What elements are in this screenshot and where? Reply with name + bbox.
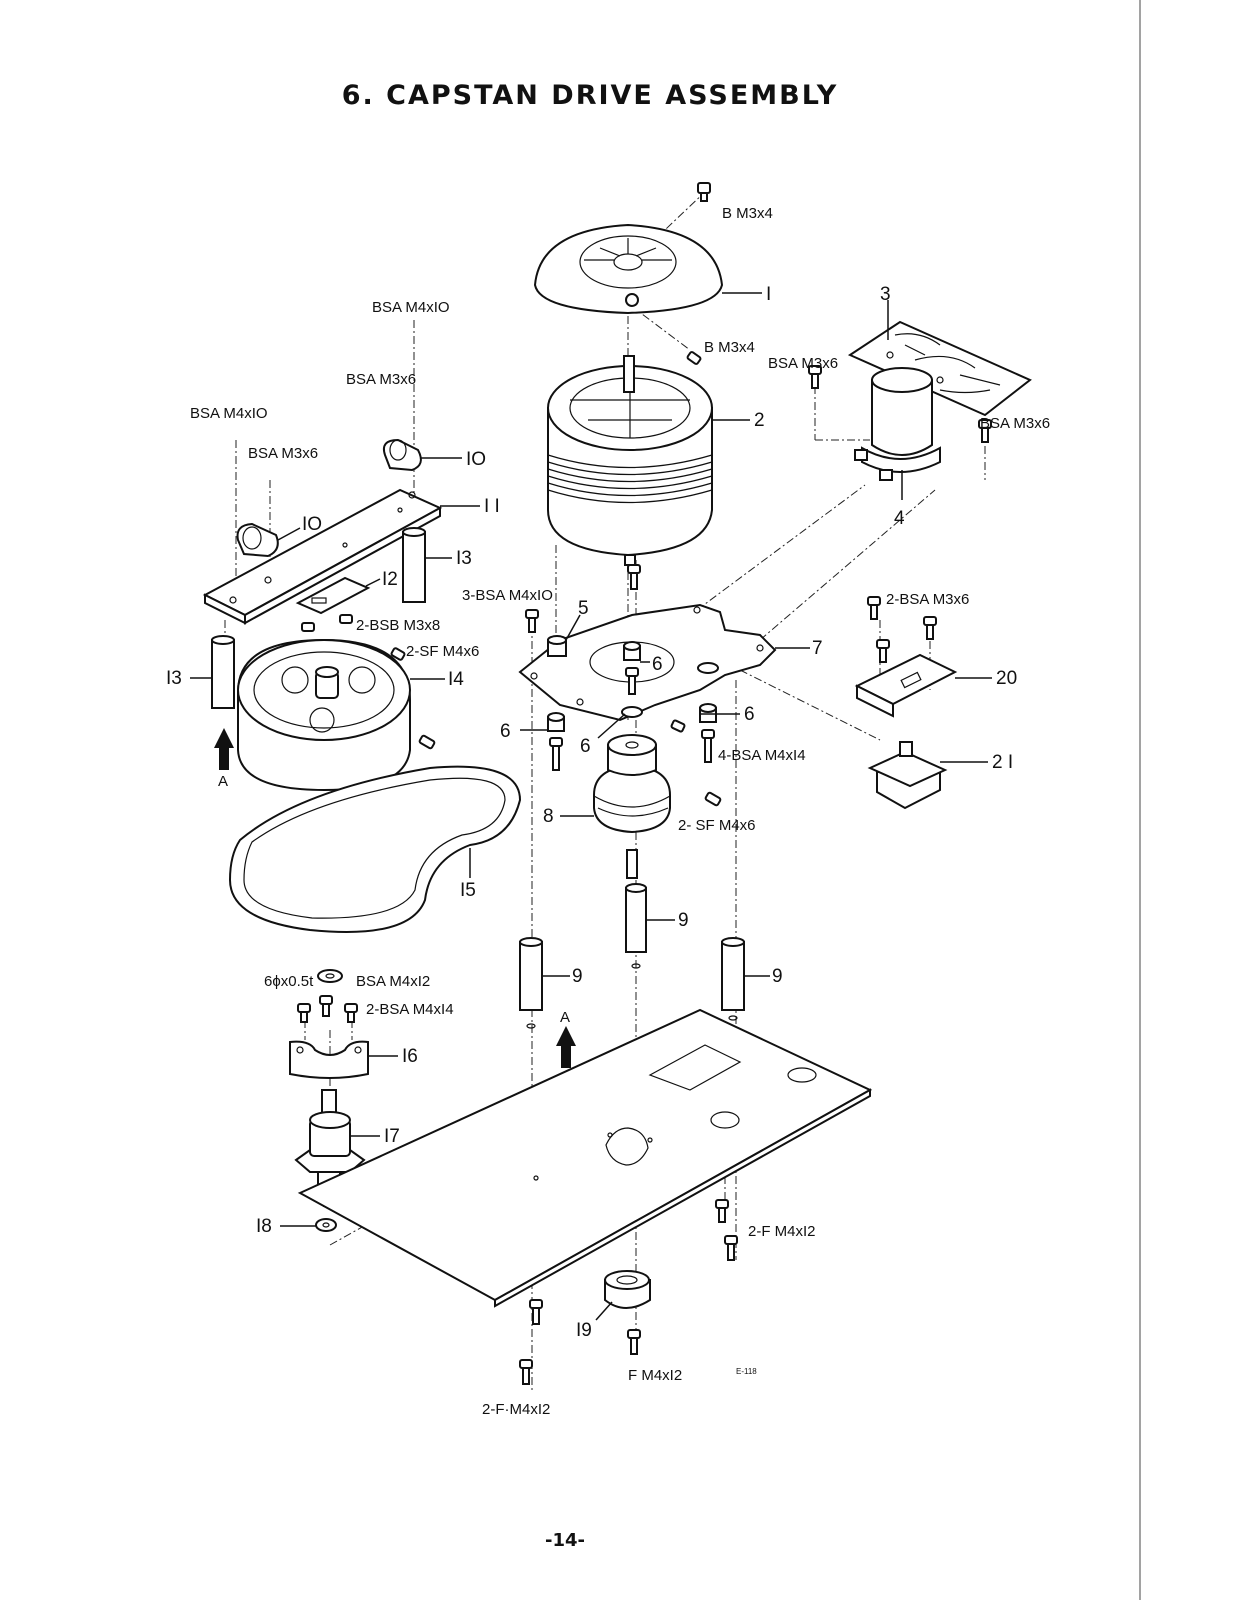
callout-6b: 6 — [500, 721, 511, 742]
callout-20: 20 — [996, 668, 1017, 689]
callout-6c: 6 — [744, 704, 755, 725]
clamp-10-lower — [236, 522, 279, 558]
pulley-8 — [593, 734, 722, 834]
label-bsa-m4x12: BSA M4xI2 — [356, 973, 430, 990]
callout-6a: 6 — [652, 654, 663, 675]
post-13-right — [402, 527, 426, 603]
label-arrow-a-mid: A — [560, 1009, 570, 1026]
label-bsb-m3x8: 2-BSB M3x8 — [356, 617, 440, 634]
standoff-9-left — [519, 937, 543, 1029]
label-bsa-m3x6-small: BSA M3x6 — [248, 445, 318, 462]
label-bsa-m4x14-plate: 4-BSA M4xI4 — [718, 747, 806, 764]
callout-9a: 9 — [678, 910, 689, 931]
label-f-m4x12-foot: F M4xI2 — [628, 1367, 682, 1384]
page-title: 6. CAPSTAN DRIVE ASSEMBLY — [341, 80, 839, 111]
label-bsa-m3x6-right: BSA M3x6 — [980, 415, 1050, 432]
callout-13b: I3 — [166, 668, 182, 689]
clamp-10-upper — [382, 438, 422, 472]
collars-6 — [547, 641, 719, 732]
callout-9c: 9 — [772, 966, 783, 987]
label-b-m3x4-mid: B M3x4 — [704, 339, 755, 356]
label-sf-m4x6-flywheel: 2-SF M4x6 — [406, 643, 479, 660]
screw-b-m3x4-mid — [686, 351, 702, 365]
chassis-base — [297, 1008, 873, 1308]
bottom-screws — [519, 1199, 738, 1385]
screw-b-m3x4-top — [697, 182, 711, 202]
callout-21: 2 I — [992, 752, 1013, 773]
leader-lines — [190, 292, 992, 1321]
callout-3: 3 — [880, 284, 891, 305]
callout-15: I5 — [460, 880, 476, 901]
bushing-5 — [547, 635, 567, 657]
label-f-m4x12-right: 2-F M4xI2 — [748, 1223, 816, 1240]
flywheel — [237, 638, 436, 792]
callout-18: I8 — [256, 1216, 272, 1237]
drawing-code: E-118 — [736, 1367, 757, 1376]
callout-7: 7 — [812, 638, 823, 659]
label-washer: 6ϕx0.5t — [264, 973, 314, 990]
label-bsa-m3x6-left: BSA M3x6 — [346, 371, 416, 388]
callout-12: I2 — [382, 569, 398, 590]
post-13-left — [211, 635, 235, 709]
label-bsa-m3x6-pcb: BSA M3x6 — [768, 355, 838, 372]
bracket-16 — [289, 1040, 369, 1079]
bracket-11 — [202, 488, 443, 625]
callout-4: 4 — [894, 508, 905, 529]
callout-10a: IO — [466, 449, 486, 470]
washer-18 — [315, 1218, 337, 1232]
plate-screws — [301, 564, 715, 771]
label-f-m4x12-bottom: 2-F·M4xI2 — [482, 1401, 550, 1418]
plate-12 — [295, 576, 371, 615]
belt — [228, 765, 522, 933]
label-arrow-a-left: A — [218, 773, 228, 790]
capstan-motor — [547, 355, 713, 566]
arrow-a-mid — [556, 1026, 576, 1068]
callout-17: I7 — [384, 1126, 400, 1147]
callout-10b: IO — [302, 514, 322, 535]
callout-14: I4 — [448, 669, 464, 690]
switch-21 — [867, 741, 948, 810]
fan-cover — [533, 223, 724, 315]
pcb-screws — [808, 365, 992, 443]
arrow-a-left — [214, 728, 234, 770]
callout-11: I I — [484, 496, 500, 517]
pcb-board — [847, 320, 1032, 417]
switch-bracket-20 — [854, 596, 958, 718]
page-number: -14- — [545, 1530, 585, 1551]
callout-13a: I3 — [456, 548, 472, 569]
callout-2: 2 — [754, 410, 765, 431]
label-bsa-m4x10-left: BSA M4xIO — [190, 405, 268, 422]
callout-5: 5 — [578, 598, 589, 619]
label-bsa-m4x10-plate: 3-BSA M4xIO — [462, 587, 553, 604]
callout-9b: 9 — [572, 966, 583, 987]
standoff-9-right — [721, 937, 745, 1021]
label-bsa-m3x6-switch: 2-BSA M3x6 — [886, 591, 969, 608]
label-sf-m4x6-pulley: 2- SF M4x6 — [678, 817, 756, 834]
callout-8: 8 — [543, 806, 554, 827]
foot-19 — [604, 1270, 651, 1309]
label-bsa-m4x14-bracket: 2-BSA M4xI4 — [366, 1001, 454, 1018]
standoff-9-center — [625, 849, 647, 969]
callout-6d: 6 — [580, 736, 591, 757]
label-bsa-m4x10-top: BSA M4xIO — [372, 299, 450, 316]
sensor-motor — [854, 367, 941, 481]
label-b-m3x4-top: B M3x4 — [722, 205, 773, 222]
callout-19: I9 — [576, 1320, 592, 1341]
callout-16: I6 — [402, 1046, 418, 1067]
washer-and-screws — [297, 969, 358, 1023]
callout-1: I — [766, 284, 771, 305]
